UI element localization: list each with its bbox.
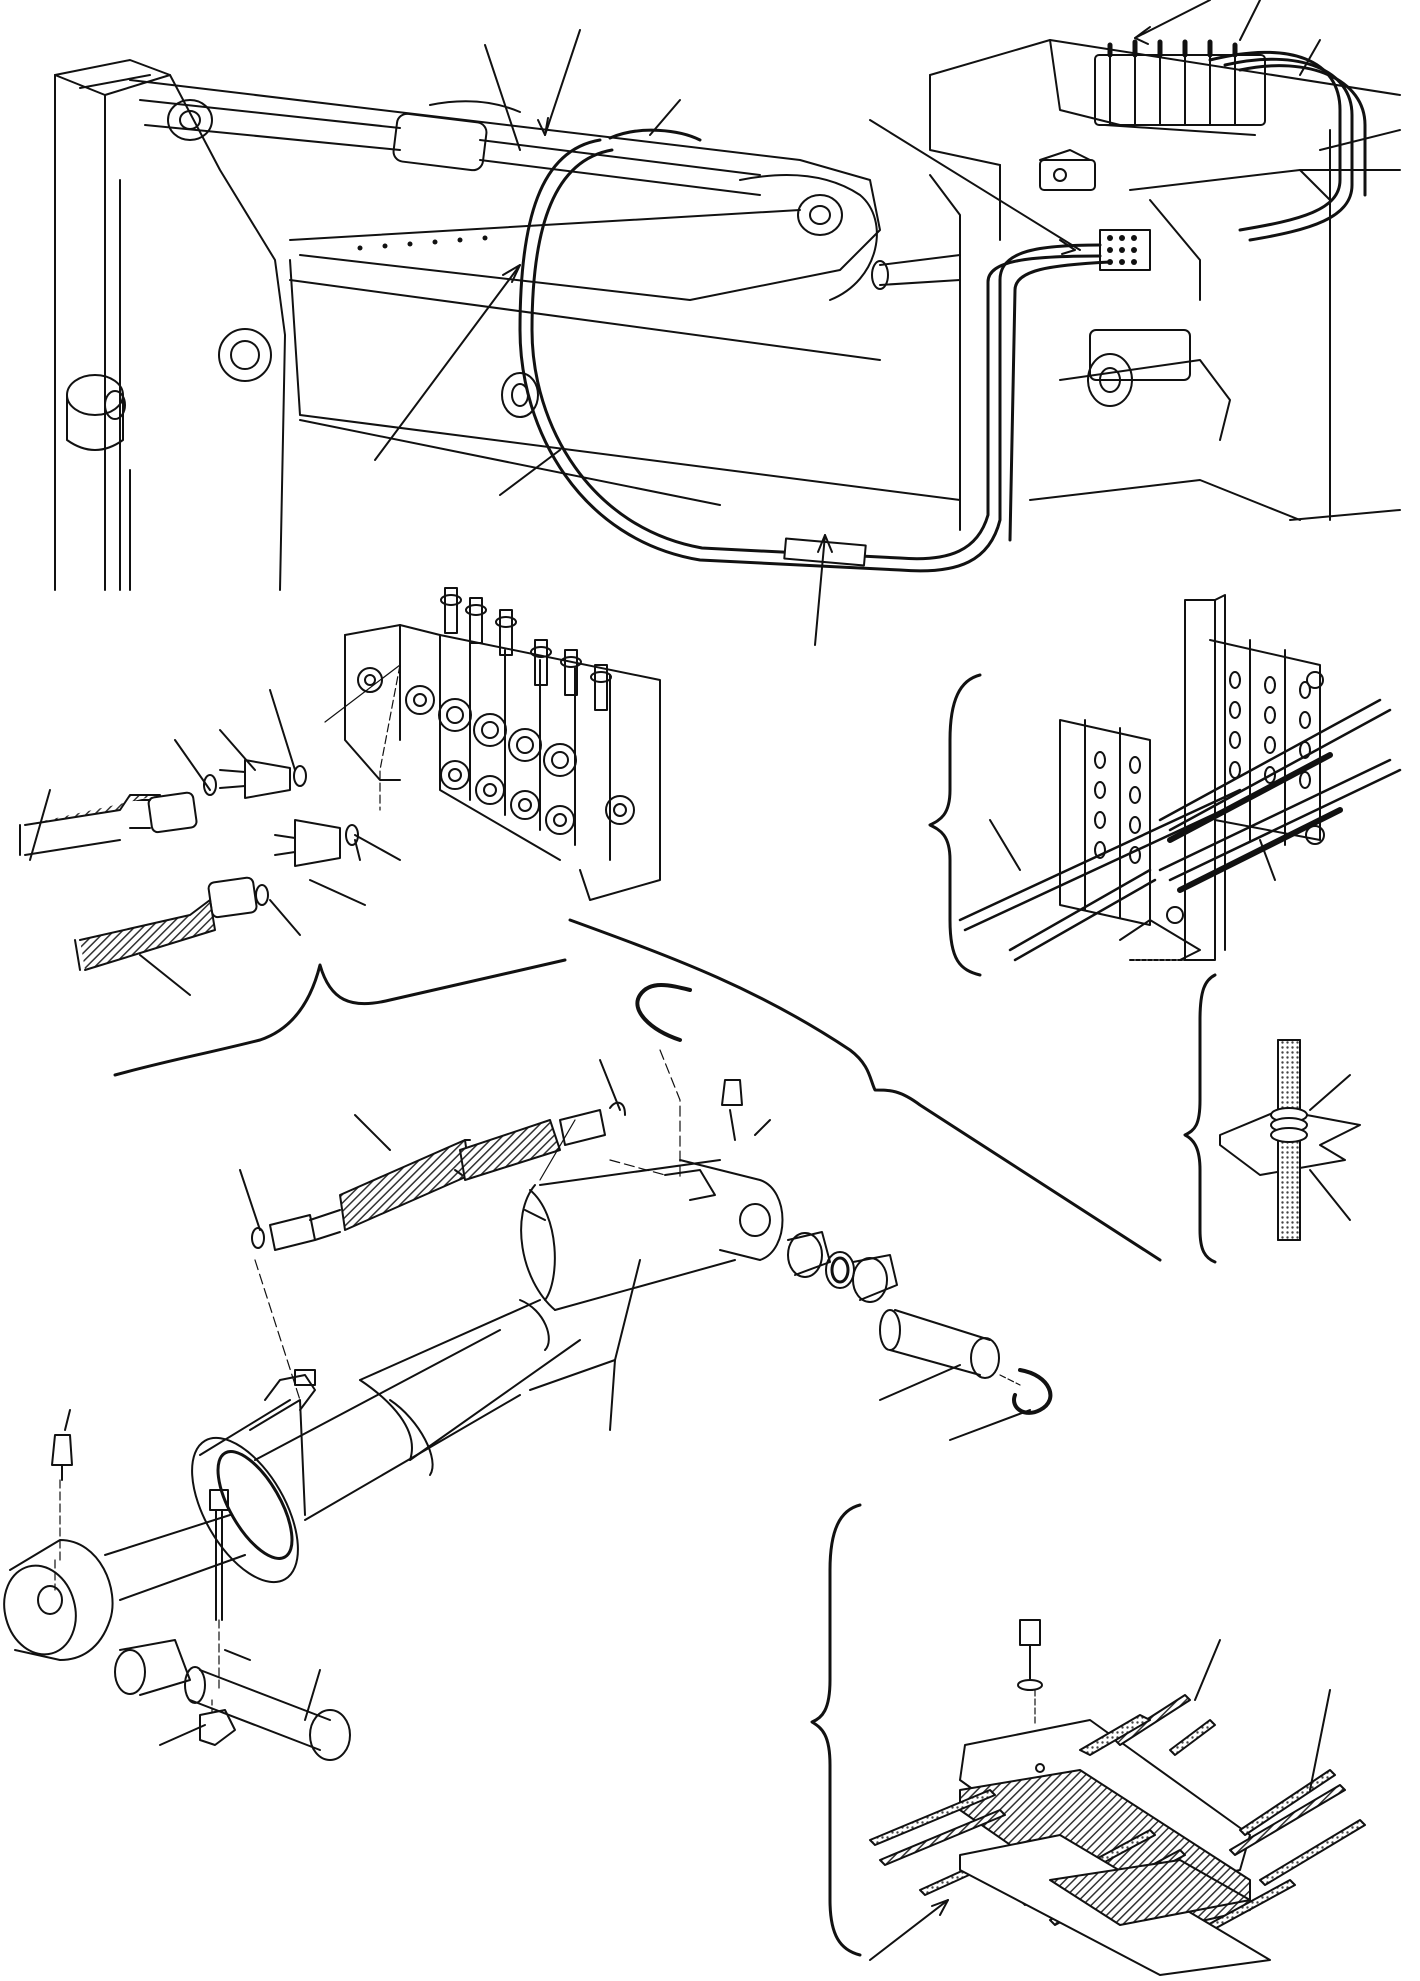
bracket-detail-upper (928, 594, 1402, 977)
routed-hoses (518, 128, 1112, 573)
beam-holes (357, 235, 488, 251)
valve-spools (440, 587, 612, 711)
center-leader-lines (64, 1059, 1031, 1746)
boom-post (54, 59, 286, 591)
hose-grommet-detail (1183, 973, 1361, 1264)
boom-arm (129, 79, 881, 301)
hose-center-left (339, 1139, 471, 1231)
top-leader-lines (374, 29, 833, 646)
brace-center (568, 918, 1162, 1262)
top-control-valve (1094, 39, 1266, 136)
clamp-block-detail (810, 1503, 1366, 1976)
cylinder-rod (104, 1514, 246, 1601)
bracket-rods (958, 698, 1402, 962)
chassis-assembly (869, 0, 1401, 531)
control-valve-detail (344, 587, 661, 901)
hose-upper (24, 794, 161, 856)
hose-lower (79, 899, 216, 971)
boom-pin (66, 374, 124, 416)
boom-assembly (54, 59, 1112, 591)
hose-center-right (459, 1119, 561, 1181)
brace-mid-left (113, 958, 567, 1077)
valve-fittings-hoses (19, 664, 401, 971)
leader-arrow-valve (1134, 0, 1211, 39)
cylinder-exploded (3, 983, 1053, 1761)
hose-clamp (783, 537, 867, 567)
perforated-plate (1099, 229, 1151, 271)
boom-cylinder (139, 99, 843, 236)
mid-left-leaders (29, 689, 401, 996)
